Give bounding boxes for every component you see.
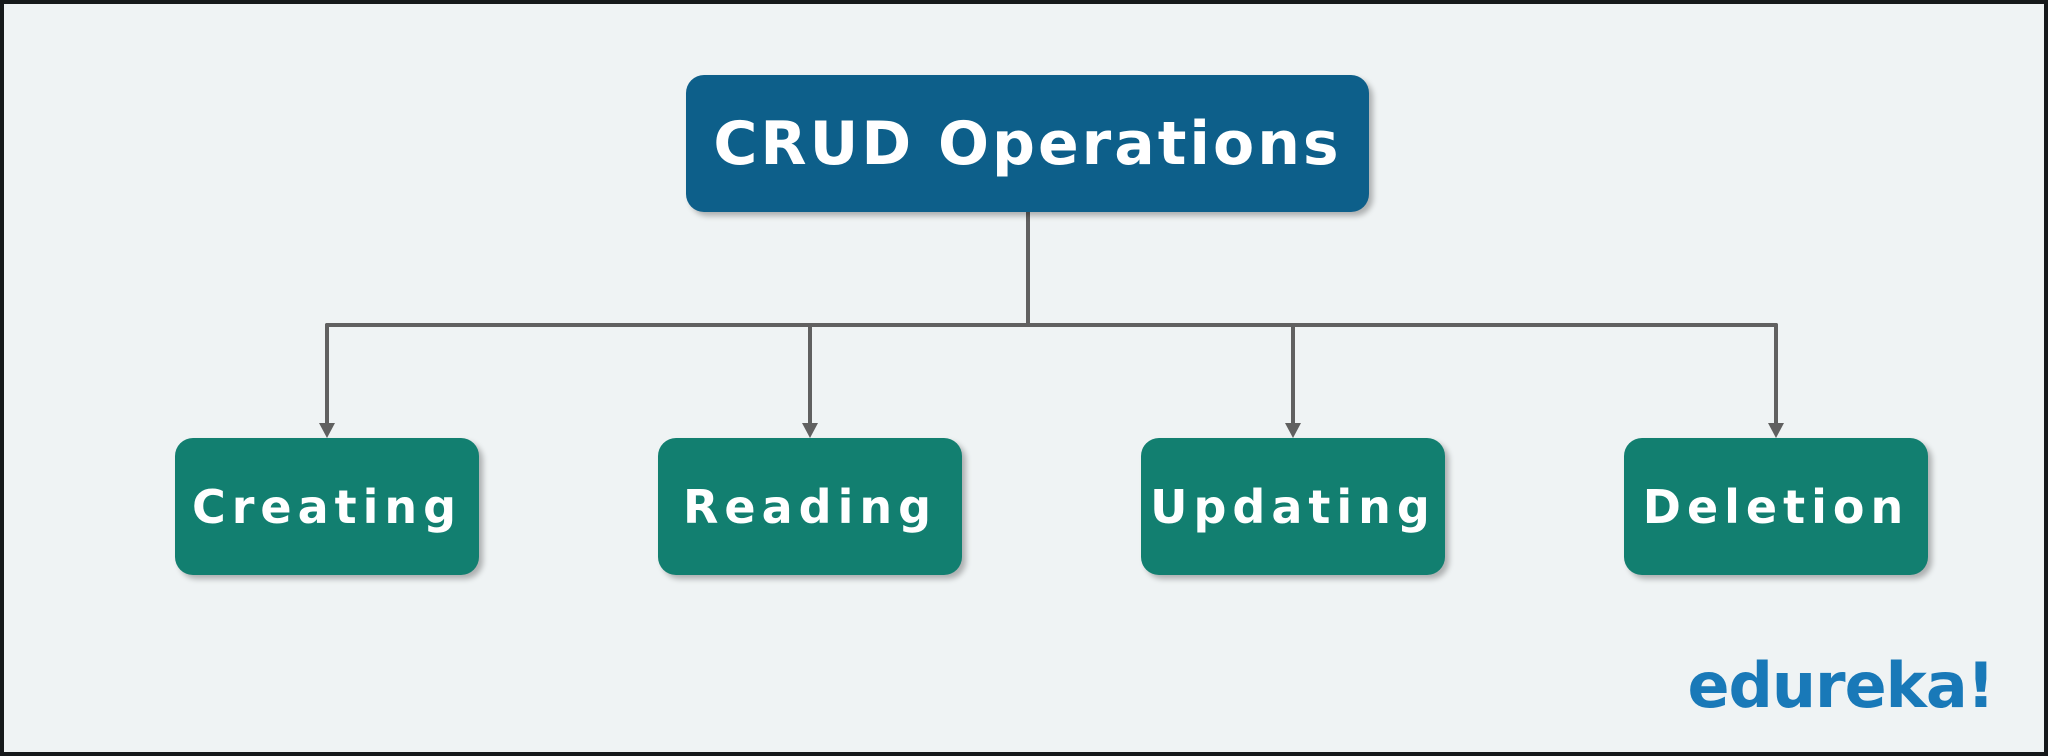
child-node-label: Reading bbox=[682, 479, 938, 534]
child-node-label: Creating bbox=[191, 479, 463, 534]
root-node-label: CRUD Operations bbox=[713, 108, 1342, 179]
arrowhead-updating bbox=[1285, 423, 1301, 438]
child-node-updating: Updating bbox=[1141, 438, 1445, 575]
child-node-creating: Creating bbox=[175, 438, 479, 575]
root-node: CRUD Operations bbox=[686, 75, 1369, 212]
child-node-label: Deletion bbox=[1642, 479, 1910, 534]
child-node-deletion: Deletion bbox=[1624, 438, 1928, 575]
brand-logo: edureka! bbox=[1687, 649, 1995, 722]
arrowhead-creating bbox=[319, 423, 335, 438]
arrowhead-reading bbox=[802, 423, 818, 438]
child-node-label: Updating bbox=[1150, 479, 1436, 534]
child-node-reading: Reading bbox=[658, 438, 962, 575]
arrowhead-deletion bbox=[1768, 423, 1784, 438]
connector-lines bbox=[319, 210, 1784, 438]
